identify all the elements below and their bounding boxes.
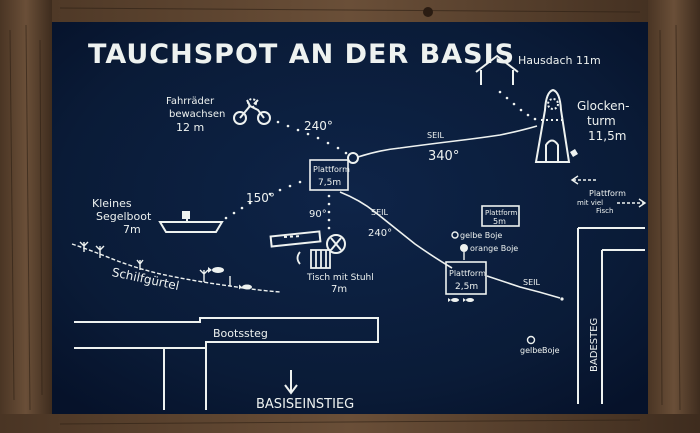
tower-bell-icon <box>570 149 578 157</box>
arrow-down-icon <box>284 370 298 395</box>
rope-to-tower <box>357 125 538 158</box>
label-plattform-fisch-1: Plattform <box>589 189 626 198</box>
label-hausdach: Hausdach 11m <box>518 54 601 67</box>
label-90: 90° <box>309 209 327 220</box>
label-gelbe-boje-top: gelbe Boje <box>460 231 502 240</box>
label-plattform-main-1: Plattform <box>313 165 350 174</box>
label-340: 340° <box>428 149 459 164</box>
label-plattform-25-2: 2,5m <box>455 282 478 292</box>
label-bootssteg: Bootssteg <box>213 327 268 340</box>
dotted-house-to-tower <box>498 90 537 121</box>
label-150: 150° <box>246 191 275 205</box>
label-fahrraeder-1: Fahrräder <box>166 96 215 107</box>
frame-bolt <box>423 7 433 17</box>
shoreline <box>71 243 281 293</box>
label-gelbe-boje-low-2: Boje <box>542 346 560 355</box>
label-plattform-fisch-2: mit viel <box>577 199 603 207</box>
label-glockenturm-1: Glocken- <box>577 99 629 113</box>
frame-bottom <box>0 414 700 433</box>
fish-icon <box>208 267 252 290</box>
chair-icon <box>326 234 346 254</box>
label-glockenturm-depth: 11,5m <box>588 129 626 143</box>
dotted-boat-to-platform <box>224 180 302 220</box>
bicycles-icon <box>233 98 271 125</box>
label-segelboot-depth: 7m <box>123 223 141 236</box>
house-icon <box>475 54 519 85</box>
board-title: TAUCHSPOT AN DER BASIS <box>88 39 515 70</box>
dotted-bikes-to-knot <box>276 120 348 155</box>
label-plattform-5-1: Plattform <box>485 209 517 217</box>
label-240-mid: 240° <box>368 228 392 239</box>
label-basiseinstieg: BASISEINSTIEG <box>256 397 354 412</box>
label-gelbe-boje-low-1: gelbe <box>520 346 542 355</box>
label-240-top: 240° <box>304 119 333 133</box>
bell-tower-icon <box>534 88 571 163</box>
rope-to-platform-25 <box>339 191 453 269</box>
dotted-platform-to-table <box>327 194 331 230</box>
buoy-orange-icon <box>460 244 468 252</box>
label-tisch-1: Tisch mit Stuhl <box>306 273 374 283</box>
platform-5m-box <box>481 205 520 227</box>
label-plattform-main-2: 7,5m <box>318 178 341 188</box>
badesteg-outline <box>577 227 645 404</box>
label-plattform-25-1: Plattform <box>449 269 486 278</box>
rope-to-badesteg <box>486 275 561 299</box>
boat-icon <box>158 211 224 233</box>
label-glockenturm-2: turm <box>587 114 616 128</box>
arrow-right-icon <box>617 198 647 208</box>
buoy-icon <box>451 231 459 239</box>
frame-top <box>0 0 700 22</box>
bootssteg-outline <box>74 317 379 410</box>
label-segelboot-2: Segelboot <box>96 210 152 223</box>
label-tisch-2: 7m <box>331 284 347 295</box>
plant-icon <box>79 241 231 286</box>
buoy-low-icon <box>526 335 536 345</box>
arrow-left-icon <box>570 175 598 185</box>
rope-anchor-icon <box>347 152 359 164</box>
frame-grain <box>9 7 681 425</box>
frame-right <box>648 0 700 433</box>
fish-pair-icon <box>448 298 474 302</box>
label-seil-mid: SEIL <box>371 208 388 217</box>
table-base-icon <box>296 249 331 269</box>
platform-25-box <box>445 261 487 295</box>
label-segelboot-1: Kleines <box>92 197 132 210</box>
rope-end <box>560 297 564 301</box>
label-plattform-fisch-3: Fisch <box>596 207 613 215</box>
label-fahrraeder-depth: 12 m <box>176 121 204 134</box>
label-plattform-5-2: 5m <box>493 217 506 226</box>
label-badesteg: BADESTEG <box>589 318 600 372</box>
label-fahrraeder-2: bewachsen <box>169 109 225 120</box>
platform-main-box <box>309 159 349 191</box>
label-seil-top: SEIL <box>427 131 444 140</box>
label-orange-boje: orange Boje <box>470 244 518 253</box>
label-seil-low: SEIL <box>523 278 540 287</box>
table-icon <box>269 230 322 248</box>
